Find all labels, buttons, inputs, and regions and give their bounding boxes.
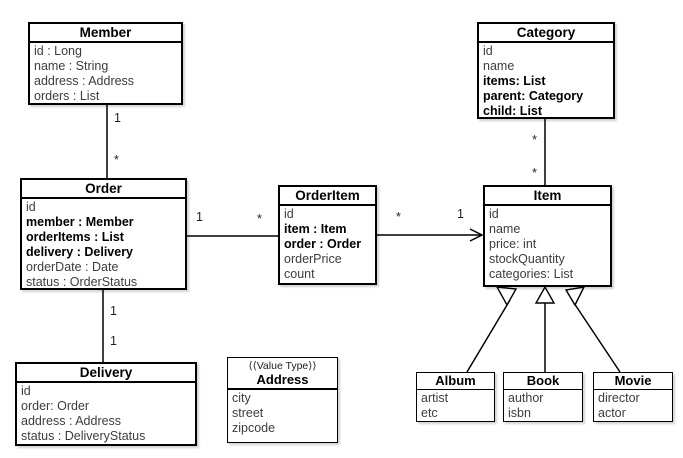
class-title: Delivery [17, 364, 195, 383]
class-attributes: author isbn [504, 390, 582, 422]
attribute: id [21, 384, 31, 398]
attribute: address : Address [21, 414, 122, 428]
class-attributes: id name items: List parent: Category chi… [479, 43, 613, 120]
generalization-movie-item [571, 299, 621, 373]
class-title: Address [256, 372, 309, 387]
multiplicity-label: 1 [196, 210, 203, 224]
attribute: id : Long [34, 44, 82, 58]
class-attributes: director actor [594, 390, 672, 422]
class-book: Book author isbn [503, 372, 583, 422]
attribute: id [26, 200, 36, 214]
open-arrowhead-icon [469, 228, 484, 242]
class-title: Item [485, 187, 610, 206]
class-member: Member id : Long name : String address :… [28, 22, 183, 105]
class-attributes: id name price: int stockQuantity categor… [485, 206, 610, 283]
class-attributes: id member : Member orderItems : List del… [22, 199, 185, 291]
attribute: categories: List [489, 267, 574, 281]
class-title: Order [22, 180, 185, 199]
attribute: director [598, 391, 640, 405]
generalization-album-item [466, 299, 511, 373]
multiplicity-label: * [257, 212, 262, 226]
attribute: id [483, 44, 493, 58]
multiplicity-label: * [396, 210, 401, 224]
attribute: status : OrderStatus [26, 275, 138, 289]
attribute: member : Member [26, 215, 134, 229]
attribute: items: List [483, 74, 546, 88]
class-title: Album [417, 373, 494, 390]
attribute: item : Item [284, 222, 347, 236]
stereotype-label: ⟨⟨Value Type⟩⟩ [248, 360, 317, 372]
multiplicity-label: * [114, 153, 119, 167]
class-address: ⟨⟨Value Type⟩⟩ Address city street zipco… [227, 357, 338, 443]
class-attributes: city street zipcode [228, 390, 337, 437]
attribute: name [489, 222, 521, 236]
attribute: etc [421, 406, 438, 420]
multiplicity-label: 1 [114, 111, 121, 125]
attribute: isbn [508, 406, 531, 420]
class-album: Album artist etc [416, 372, 495, 422]
attribute: parent: Category [483, 89, 584, 103]
attribute: zipcode [232, 421, 276, 435]
generalization-triangle-icon [495, 286, 518, 307]
attribute: order : Order [284, 237, 362, 251]
generalization-triangle-icon [564, 286, 586, 307]
class-movie: Movie director actor [593, 372, 673, 422]
multiplicity-label: * [532, 166, 537, 180]
multiplicity-label: * [532, 133, 537, 147]
attribute: orders : List [34, 89, 100, 103]
class-delivery: Delivery id order: Order address : Addre… [15, 362, 197, 446]
class-category: Category id name items: List parent: Cat… [477, 22, 615, 119]
multiplicity-label: 1 [110, 334, 117, 348]
class-attributes: id order: Order address : Address status… [17, 383, 195, 445]
attribute: child: List [483, 104, 543, 118]
attribute: orderPrice [284, 252, 342, 266]
attribute: address : Address [34, 74, 135, 88]
attribute: actor [598, 406, 626, 420]
class-orderitem: OrderItem id item : Item order : Order o… [278, 185, 377, 285]
class-title: OrderItem [280, 187, 375, 206]
attribute: orderDate : Date [26, 260, 119, 274]
class-title: Member [30, 24, 181, 43]
class-attributes: id : Long name : String address : Addres… [30, 43, 181, 105]
attribute: name [483, 59, 515, 73]
class-order: Order id member : Member orderItems : Li… [20, 178, 187, 290]
class-title: Category [479, 24, 613, 43]
attribute: status : DeliveryStatus [21, 429, 146, 443]
class-attributes: artist etc [417, 390, 494, 422]
attribute: delivery : Delivery [26, 245, 134, 259]
attribute: name : String [34, 59, 109, 73]
attribute: count [284, 267, 315, 281]
attribute: order: Order [21, 399, 90, 413]
attribute: street [232, 406, 264, 420]
attribute: artist [421, 391, 449, 405]
class-attributes: id item : Item order : Order orderPrice … [280, 206, 375, 283]
attribute: price: int [489, 237, 537, 251]
attribute: orderItems : List [26, 230, 124, 244]
attribute: id [284, 207, 294, 221]
multiplicity-label: 1 [110, 304, 117, 318]
class-title: Book [504, 373, 582, 390]
multiplicity-label: 1 [457, 207, 464, 221]
class-header: ⟨⟨Value Type⟩⟩ Address [228, 358, 337, 390]
attribute: id [489, 207, 499, 221]
generalization-triangle-icon [534, 285, 556, 304]
attribute: author [508, 391, 544, 405]
class-title: Movie [594, 373, 672, 390]
attribute: stockQuantity [489, 252, 565, 266]
attribute: city [232, 391, 251, 405]
class-item: Item id name price: int stockQuantity ca… [483, 185, 612, 287]
